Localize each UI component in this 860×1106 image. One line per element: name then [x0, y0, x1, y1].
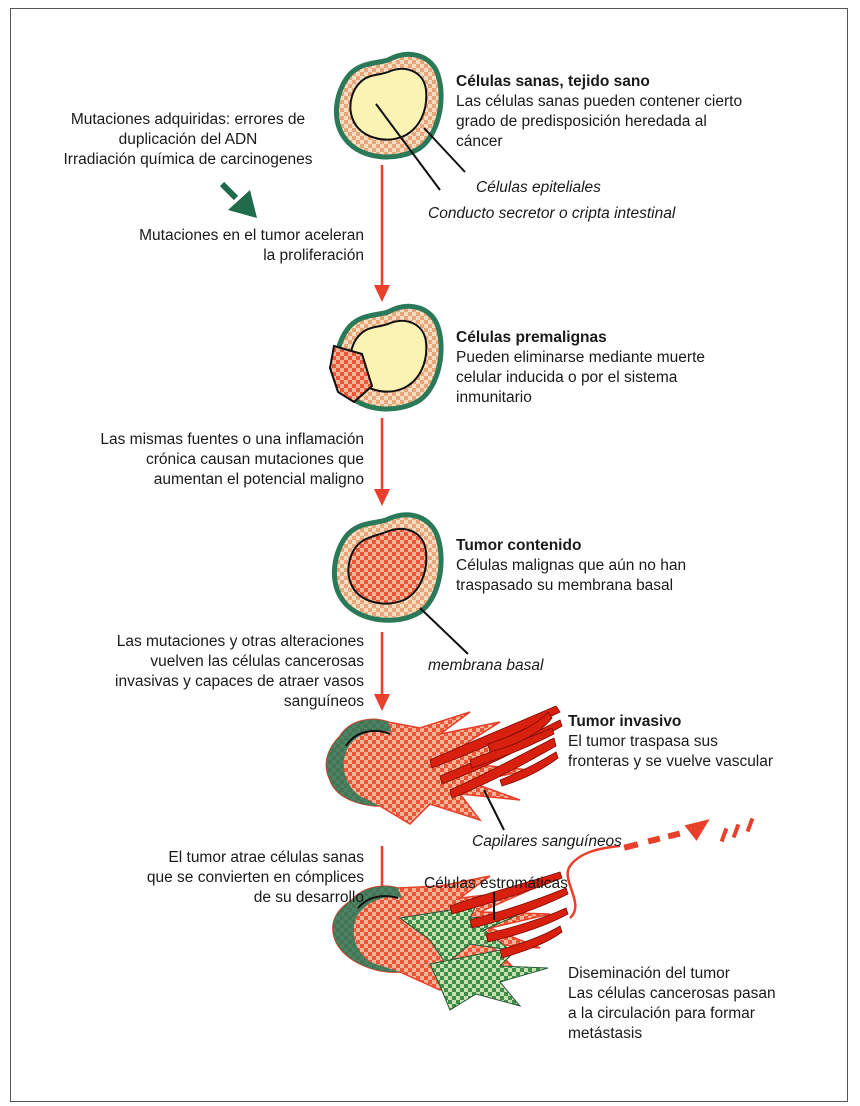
stage-premalignant-block: Células premalignas Pueden eliminarse me…: [456, 328, 705, 408]
cause-line: Mutaciones adquiridas: errores de: [38, 110, 338, 130]
cause-line: que se convierten en cómplices: [60, 868, 364, 888]
cause-line: El tumor atrae células sanas: [60, 848, 364, 868]
stage-dissemination-line: metástasis: [568, 1024, 776, 1044]
cause-line: Las mismas fuentes o una inflamación: [40, 430, 364, 450]
stage-healthy-line: grado de predisposición heredada al: [456, 112, 742, 132]
stage-dissemination-line: Las células cancerosas pasan: [568, 984, 776, 1004]
cause-proliferation: Mutaciones en el tumor aceleran la proli…: [60, 226, 364, 266]
stage-healthy-line: Las células sanas pueden contener cierto: [456, 92, 742, 112]
stage-invasive-line: fronteras y se vuelve vascular: [568, 752, 773, 772]
cause-line: Mutaciones en el tumor aceleran: [60, 226, 364, 246]
stage-healthy-title: Células sanas, tejido sano: [456, 72, 742, 92]
progression-arrow-head: [374, 489, 390, 506]
cause-invasion: Las mutaciones y otras alteraciones vuel…: [40, 632, 364, 712]
stage-healthy-block: Células sanas, tejido sano Las células s…: [456, 72, 742, 152]
stage-contained-block: Tumor contenido Células malignas que aún…: [456, 536, 686, 596]
annotation-secretory-duct: Conducto secretor o cripta intestinal: [428, 204, 675, 224]
stage-invasive-line: El tumor traspasa sus: [568, 732, 773, 752]
cause-line: Irradiación química de carcinogenes: [38, 150, 338, 170]
mutation-cause-arrow: [222, 184, 257, 218]
premalignant-cell: [330, 306, 441, 409]
stage-contained-title: Tumor contenido: [456, 536, 686, 556]
stage-dissemination-block: Diseminación del tumor Las células cance…: [568, 964, 776, 1044]
stage-invasive-block: Tumor invasivo El tumor traspasa sus fro…: [568, 712, 773, 772]
cause-line: crónica causan mutaciones que: [40, 450, 364, 470]
cause-line: aumentan el potencial maligno: [40, 470, 364, 490]
annotation-blood-capillaries: Capilares sanguíneos: [472, 832, 622, 852]
cause-line: duplicación del ADN: [38, 130, 338, 150]
progression-arrow-head: [374, 694, 390, 711]
healthy-tissue-cell: [336, 54, 465, 190]
cause-acquired-mutations: Mutaciones adquiridas: errores de duplic…: [38, 110, 338, 170]
cause-stromal-recruitment: El tumor atrae células sanas que se conv…: [60, 848, 364, 908]
stage-premalignant-line: celular inducida o por el sistema: [456, 368, 705, 388]
stage-premalignant-title: Células premalignas: [456, 328, 705, 348]
annotation-basal-membrane: membrana basal: [428, 656, 543, 676]
stage-dissemination-line: Diseminación del tumor: [568, 964, 776, 984]
stage-premalignant-line: Pueden eliminarse mediante muerte: [456, 348, 705, 368]
cause-line: de su desarrollo: [60, 888, 364, 908]
cause-line: invasivas y capaces de atraer vasos: [40, 672, 364, 692]
cause-line: sanguíneos: [40, 692, 364, 712]
cause-inflammation: Las mismas fuentes o una inflamación cró…: [40, 430, 364, 490]
cause-line: la proliferación: [60, 246, 364, 266]
stage-invasive-title: Tumor invasivo: [568, 712, 773, 732]
invasive-tumor: [326, 706, 562, 830]
cause-line: vuelven las células cancerosas: [40, 652, 364, 672]
annotation-stromal-cells: Células estromáticas: [424, 874, 568, 894]
stage-premalignant-line: inmunitario: [456, 388, 705, 408]
stage-healthy-line: cáncer: [456, 132, 742, 152]
progression-arrow-head: [374, 285, 390, 302]
stage-contained-line: traspasado su membrana basal: [456, 576, 686, 596]
stage-dissemination-line: a la circulación para formar: [568, 1004, 776, 1024]
stage-contained-line: Células malignas que aún no han: [456, 556, 686, 576]
cause-line: Las mutaciones y otras alteraciones: [40, 632, 364, 652]
annotation-epithelial-cells: Células epiteliales: [476, 178, 601, 198]
